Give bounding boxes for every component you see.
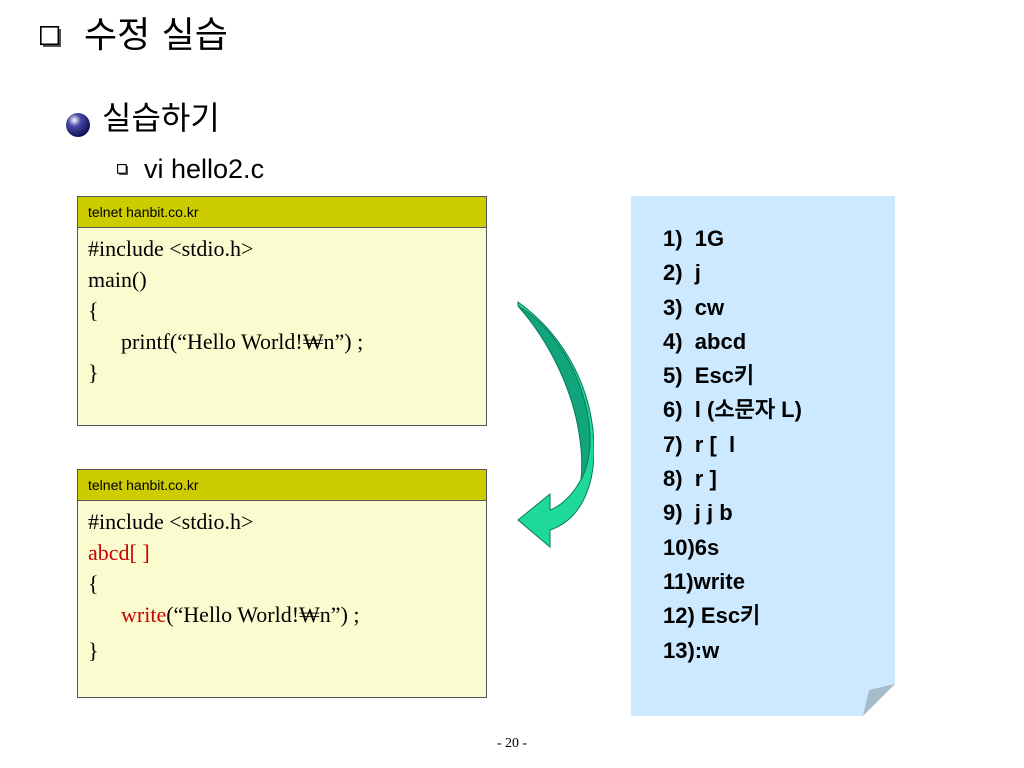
- small-square-icon: [117, 164, 128, 175]
- list-item: 3) cw: [663, 294, 725, 320]
- vi-command-list: 1) 1G 2) j 3) cw 4) abcd 5) Esc키 6) l (소…: [663, 222, 802, 668]
- list-item: 11)write: [663, 568, 745, 594]
- code-line: #include <stdio.h>: [88, 509, 254, 534]
- list-item: 9) j j b: [663, 500, 733, 526]
- list-item: 1) 1G: [663, 226, 725, 251]
- code-window-before: telnet hanbit.co.kr #include <stdio.h> m…: [77, 196, 487, 426]
- code-line: }: [88, 360, 99, 385]
- code-line: printf(“Hello World!₩n”) ;: [121, 329, 364, 354]
- sticky-note-icon: [631, 196, 895, 716]
- code-line: main(): [88, 267, 147, 292]
- code-line-modified: write(“Hello World!₩n”) ;: [88, 599, 486, 630]
- code-line: }: [88, 638, 99, 663]
- bullet-practice: 실습하기: [102, 99, 220, 137]
- code-line-modified: abcd[ ]: [88, 540, 150, 565]
- window-titlebar: telnet hanbit.co.kr: [78, 197, 486, 228]
- code-line: {: [88, 298, 99, 323]
- curved-down-left-arrow-icon: [517, 301, 594, 549]
- code-line: #include <stdio.h>: [88, 236, 254, 261]
- list-item: 5) Esc키: [663, 363, 755, 389]
- hollow-square-icon: [40, 26, 61, 47]
- page-number: - 20 -: [496, 736, 528, 751]
- code-window-after: telnet hanbit.co.kr #include <stdio.h> a…: [77, 469, 487, 698]
- list-item: 6) l (소문자 L): [663, 397, 802, 423]
- list-item: 10)6s: [663, 534, 720, 560]
- list-item: 4) abcd: [663, 328, 747, 354]
- navy-sphere-icon: [66, 113, 90, 137]
- code-body: #include <stdio.h> main() { printf(“Hell…: [78, 228, 486, 388]
- slide-title: 수정 실습: [84, 15, 228, 56]
- list-item: 8) r ]: [663, 466, 717, 492]
- list-item: 2) j: [663, 260, 701, 286]
- window-titlebar: telnet hanbit.co.kr: [78, 470, 486, 501]
- code-line: {: [88, 571, 99, 596]
- bullet-command: vi hello2.c: [144, 154, 265, 184]
- list-item: 7) r [ l: [663, 431, 736, 457]
- list-item: 12) Esc키: [663, 603, 761, 629]
- code-highlight: write: [121, 602, 167, 627]
- list-item: 13):w: [663, 637, 720, 663]
- code-body: #include <stdio.h> abcd[ ] { write(“Hell…: [78, 501, 486, 666]
- code-text: (“Hello World!₩n”) ;: [166, 602, 360, 627]
